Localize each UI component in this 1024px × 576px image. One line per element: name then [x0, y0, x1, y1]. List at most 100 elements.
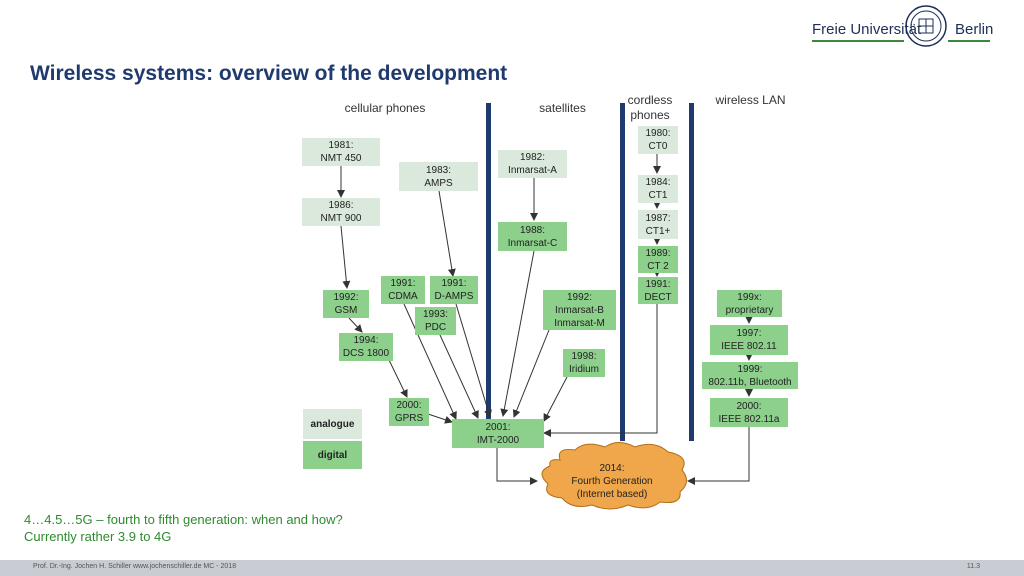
box-inmarsat-bm: 1992: Inmarsat-B Inmarsat-M — [543, 290, 616, 330]
box-nmt900: 1986: NMT 900 — [302, 198, 380, 226]
arrow-dcs1800-gprs — [388, 359, 408, 398]
box-imt2000: 2001: IMT-2000 — [452, 419, 544, 448]
box-iridium-year: 1998: — [571, 351, 597, 362]
arrow-ieee80211a-4g — [687, 427, 750, 485]
box-bluetooth-year: 1999: — [737, 363, 763, 375]
box-ct2-name: CT 2 — [647, 260, 669, 272]
box-pdc-year: 1993: — [422, 309, 449, 320]
box-ct2: 1989: CT 2 — [638, 246, 678, 273]
arrow-gsm-dcs1800 — [348, 317, 363, 333]
box-proprietary-year: 199x: — [737, 291, 762, 303]
box-dect: 1991: DECT — [638, 277, 678, 304]
logo-underline-right — [948, 40, 990, 42]
box-ieee80211-year: 1997: — [736, 328, 762, 339]
column-heading-cordless-line1: cordless — [627, 93, 673, 107]
box-iridium: 1998: Iridium — [563, 349, 605, 377]
arrow-iridium-imt — [543, 376, 568, 422]
box-inmarsat-bm-name1: Inmarsat-B — [555, 304, 604, 316]
arrow-cdma-imt — [403, 303, 457, 420]
box-dect-name: DECT — [644, 291, 672, 303]
footer-page-number: 11.3 — [966, 563, 980, 570]
box-imt2000-name: IMT-2000 — [476, 434, 520, 446]
box-dcs1800-year: 1994: — [353, 335, 379, 346]
box-ct0-year: 1980: — [645, 128, 671, 139]
logo-underline-left — [812, 40, 904, 42]
box-dcs1800-name: DCS 1800 — [342, 348, 390, 359]
arrow-dect-imt — [543, 304, 658, 437]
divider-cellular-satellites — [486, 103, 491, 441]
arrow-damps-imt — [455, 303, 492, 418]
box-ieee80211-name: IEEE 802.11 — [721, 341, 777, 352]
box-ct1-year: 1984: — [645, 177, 671, 188]
cloud-4g-shape — [541, 442, 687, 510]
box-nmt900-name: NMT 900 — [320, 213, 362, 224]
box-bluetooth-name: 802.11b, Bluetooth — [708, 376, 792, 388]
box-pdc-name: PDC — [424, 322, 447, 333]
column-heading-satellites: satellites — [539, 101, 586, 115]
box-ct1-name: CT1 — [648, 190, 668, 201]
box-inmarsat-bm-year: 1992: — [566, 291, 593, 303]
box-ct0: 1980: CT0 — [638, 126, 678, 154]
box-inmarsat-c: 1988: Inmarsat-C — [498, 222, 567, 251]
logo-right-text: Berlin — [955, 21, 994, 38]
box-nmt450-year: 1981: — [328, 140, 354, 151]
box-imt2000-year: 2001: — [485, 421, 511, 433]
box-gsm-name: GSM — [334, 305, 358, 316]
arrow-amps-damps — [438, 190, 456, 277]
cloud-4g-year: 2014: — [599, 463, 625, 474]
box-inmarsat-bm-name2: Inmarsat-M — [554, 317, 605, 329]
box-gprs: 2000: GPRS — [389, 398, 429, 426]
box-gsm: 1992: GSM — [323, 290, 369, 318]
box-damps: 1991: D-AMPS — [430, 276, 478, 304]
box-ct1plus: 1987: CT1+ — [638, 210, 678, 239]
box-ct1plus-year: 1987: — [645, 212, 671, 224]
divider-cordless-wlan — [689, 103, 694, 441]
column-heading-wlan: wireless LAN — [715, 93, 786, 107]
footer-bar: Prof. Dr.-Ing. Jochen H. Schiller www.jo… — [0, 560, 1024, 576]
legend-analogue: analogue — [303, 409, 362, 439]
cloud-4g-name: Fourth Generation — [571, 476, 653, 487]
arrow-inmarsatC-imt — [500, 250, 535, 417]
box-inmarsat-a-name: Inmarsat-A — [508, 165, 557, 176]
box-ct0-name: CT0 — [648, 141, 668, 152]
box-bluetooth: 1999: 802.11b, Bluetooth — [702, 362, 798, 389]
box-gprs-name: GPRS — [394, 413, 424, 424]
logo-left-text: Freie Universität — [812, 21, 922, 38]
cloud-4g-note: (Internet based) — [576, 489, 648, 500]
arrow-inmarsatBM-imt — [512, 329, 550, 418]
box-dcs1800: 1994: DCS 1800 — [339, 333, 393, 361]
legend-digital: digital — [303, 441, 362, 469]
box-cdma-name: CDMA — [388, 291, 418, 302]
box-pdc: 1993: PDC — [415, 307, 456, 335]
divider-satellites-cordless — [620, 103, 625, 441]
box-proprietary: 199x: proprietary — [717, 290, 782, 317]
box-proprietary-name: proprietary — [725, 304, 774, 316]
box-ieee80211: 1997: IEEE 802.11 — [710, 325, 788, 355]
cloud-4g-label: 2014: Fourth Generation (Internet based) — [545, 462, 679, 501]
generation-note-line2: Currently rather 3.9 to 4G — [24, 529, 172, 544]
box-ct1plus-name: CT1+ — [645, 225, 671, 237]
box-inmarsat-a: 1982: Inmarsat-A — [498, 150, 567, 178]
box-nmt450-name: NMT 450 — [320, 153, 362, 164]
box-dect-year: 1991: — [645, 278, 671, 290]
box-amps-name: AMPS — [424, 177, 453, 189]
box-gprs-year: 2000: — [396, 400, 422, 411]
arrow-pdc-imt — [439, 334, 479, 419]
generation-note-line1: 4…4.5…5G – fourth to fifth generation: w… — [24, 512, 343, 527]
box-cdma: 1991: CDMA — [381, 276, 425, 304]
box-ieee80211a: 2000: IEEE 802.11a — [710, 398, 788, 427]
box-ieee80211a-name: IEEE 802.11a — [718, 413, 780, 425]
box-damps-year: 1991: — [441, 278, 467, 289]
box-ct2-year: 1989: — [645, 247, 671, 259]
box-damps-name: D-AMPS — [434, 291, 474, 302]
arrow-nmt900-gsm — [340, 225, 351, 289]
arrow-gprs-imt — [427, 413, 453, 424]
box-ct1: 1984: CT1 — [638, 175, 678, 203]
box-gsm-year: 1992: — [333, 292, 359, 303]
page-title: Wireless systems: overview of the develo… — [30, 62, 508, 85]
column-heading-cordless: cordless phones — [620, 93, 680, 123]
column-heading-cordless-line2: phones — [630, 108, 670, 122]
university-seal-icon — [905, 5, 947, 47]
box-cdma-year: 1991: — [390, 278, 416, 289]
